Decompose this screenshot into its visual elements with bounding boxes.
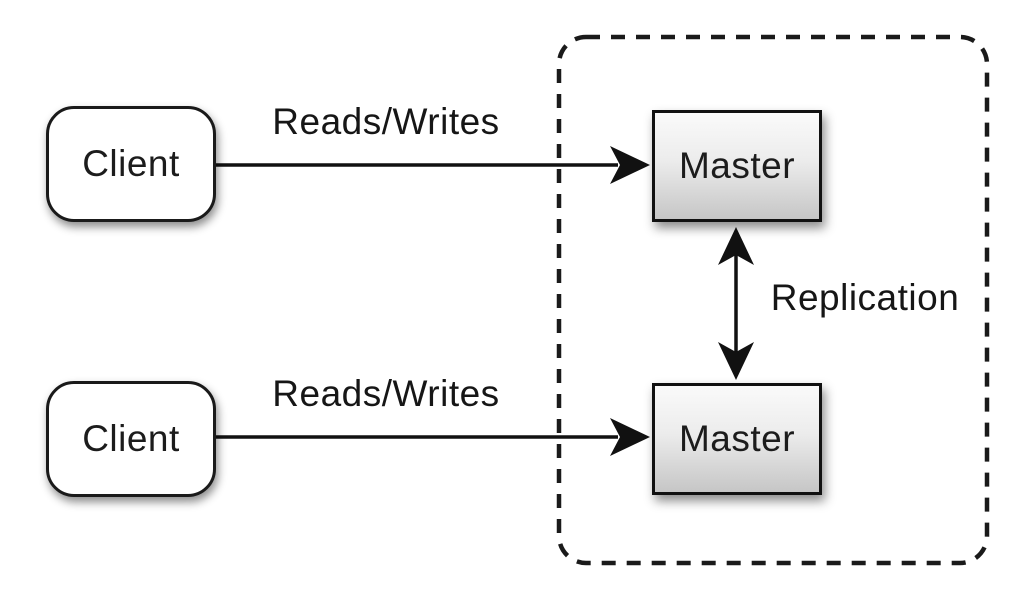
edge-label-replication: Replication (770, 277, 960, 318)
node-client-top: Client (46, 106, 216, 222)
dashed-boundary-box (556, 34, 990, 566)
edge-label-reads-writes-top: Reads/Writes (272, 101, 500, 142)
node-master-top-label: Master (678, 145, 796, 186)
replication-arrow (718, 227, 754, 380)
reads-writes-arrow-top (213, 146, 650, 184)
node-master-bottom: Master (652, 383, 822, 495)
edge-label-reads-writes-bottom: Reads/Writes (272, 373, 500, 414)
node-client-top-label: Client (82, 143, 180, 184)
node-client-bottom: Client (46, 381, 216, 497)
reads-writes-arrow-bottom (213, 418, 650, 456)
node-master-bottom-label: Master (678, 418, 796, 459)
node-master-top: Master (652, 110, 822, 222)
node-client-bottom-label: Client (82, 418, 180, 459)
